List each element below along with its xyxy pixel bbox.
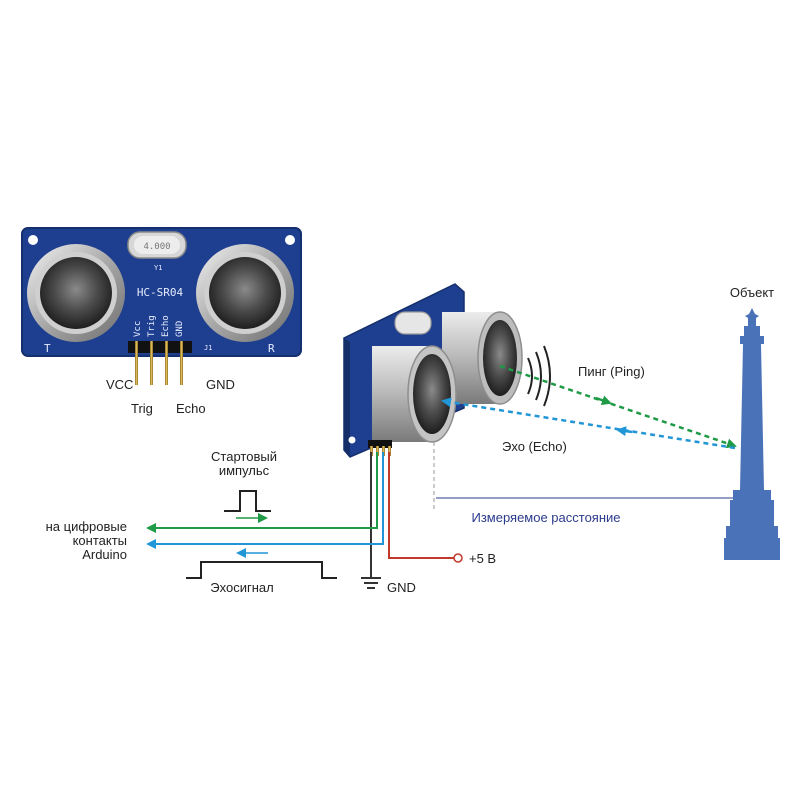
echo-signal-label: Эхосигнал (210, 580, 273, 595)
power-terminal (453, 553, 463, 563)
distance-label: Измеряемое расстояние (471, 510, 620, 525)
ground-symbol (361, 577, 381, 589)
echo-wire (146, 452, 384, 549)
silk-pin-trig: Trig (147, 315, 157, 337)
pin-vcc (135, 341, 138, 385)
start-pulse-waveform (224, 490, 271, 512)
silk-pin-gnd: GND (175, 321, 185, 337)
label-echo: Echo (176, 401, 206, 416)
trig-wire (146, 452, 378, 533)
silk-pin-vcc: Vcc (133, 321, 143, 337)
label-trig: Trig (131, 401, 153, 416)
label-gnd: GND (206, 377, 235, 392)
column-icon (724, 308, 780, 560)
power-label: +5 В (469, 551, 496, 566)
arduino-label-1: на цифровые (46, 519, 127, 534)
arduino-label-2: контакты (73, 533, 127, 548)
mounting-hole-top-right (285, 235, 295, 245)
crystal-label: 4.000 (143, 242, 170, 252)
header-pins (135, 341, 183, 385)
sensor-3d-receiver (442, 311, 523, 405)
crystal-ref: Y1 (154, 264, 162, 272)
pin-header (128, 341, 192, 353)
sensor-3d-transmitter (372, 345, 457, 443)
silk-pin-echo: Echo (161, 315, 171, 337)
hc-sr04-module: 4.000 Y1 HC-SR04 T R J1 Vcc Trig Echo GN… (21, 227, 302, 385)
pin-trig (150, 341, 153, 385)
ping-label: Пинг (Ping) (578, 364, 645, 379)
sensor-3d (343, 283, 523, 458)
pin-gnd (180, 341, 183, 385)
echo-ray-mid-arrow (616, 426, 633, 437)
wiring (146, 452, 454, 578)
echo-label: Эхо (Echo) (502, 439, 567, 454)
object-label: Объект (730, 285, 774, 300)
receiver-mark: R (268, 342, 275, 355)
crystal-oscillator: 4.000 (127, 231, 187, 259)
start-pulse-label-1: Стартовый (211, 449, 277, 464)
power-wire (388, 452, 454, 559)
connector-ref: J1 (204, 344, 212, 352)
model-label: HC-SR04 (137, 286, 184, 299)
label-vcc: VCC (106, 377, 133, 392)
ping-ray-mid-arrow (595, 395, 612, 406)
mounting-hole-top-left (28, 235, 38, 245)
ground-label: GND (387, 580, 416, 595)
echo-ray (441, 397, 736, 450)
receiver-transducer (196, 244, 294, 342)
module-pcb-edge (21, 227, 302, 357)
pin-echo (165, 341, 168, 385)
sound-wave-icon (527, 345, 551, 407)
transmitter-mark: T (44, 342, 51, 355)
sensor-3d-hole (348, 436, 356, 444)
echo-signal-waveform (186, 561, 337, 579)
sensor-3d-crystal (394, 311, 432, 335)
arduino-label-3: Arduino (82, 547, 127, 562)
start-pulse-label-2: импульс (219, 463, 270, 478)
transmitter-transducer (27, 244, 125, 342)
